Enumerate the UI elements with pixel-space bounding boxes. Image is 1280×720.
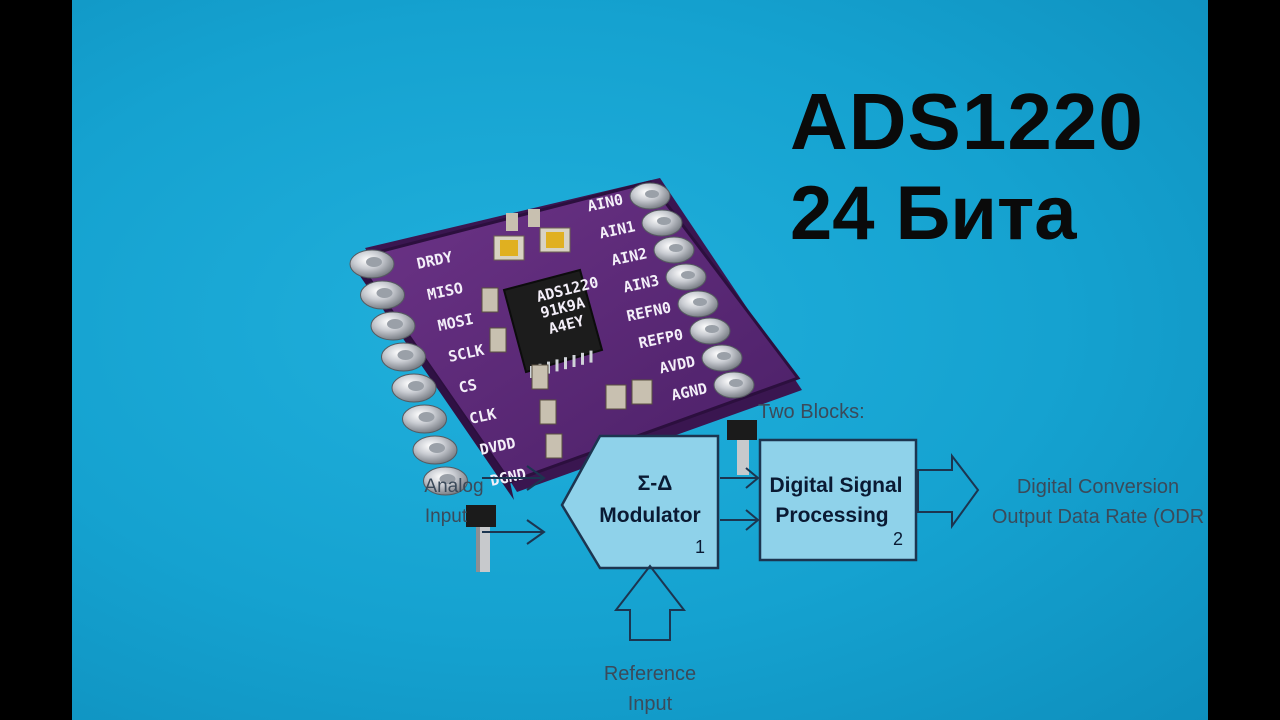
block-diagram: Two Blocks: Analog Input Σ-Δ Modulator 1… [424,401,1204,715]
left-pad [349,249,395,279]
scene-graphics: ADS1220 91K9A A4EY [349,178,1204,715]
left-solder-pads [349,249,468,496]
modulator-label-1: Σ-Δ [638,472,673,495]
reference-label-2: Input [628,693,673,715]
right-pad [677,290,719,318]
title-block: ADS1220 24 Бита [790,82,1144,252]
right-pad [653,236,695,264]
left-pad [423,466,468,496]
analog-input-label-1: Analog [424,476,483,497]
reference-arrow [613,564,687,641]
dsp-block [758,438,918,562]
right-pad [689,317,731,345]
right-pad [665,263,707,291]
right-solder-pads [629,182,755,399]
output-label-2: Output Data Rate (ODR [992,506,1204,528]
title-line-1: ADS1220 [790,77,1144,166]
chip-leg [589,350,593,363]
output-label-1: Digital Conversion [1017,476,1179,498]
analog-input-label-2: Input [425,506,468,527]
dsp-label-2: Processing [775,504,888,527]
chip-leg [555,359,559,372]
adc-chip: ADS1220 91K9A A4EY [502,268,604,378]
photo-scene: ADS1220 91K9A A4EY [72,0,1208,720]
left-pad [360,280,405,310]
left-pad [391,373,437,403]
right-pad [629,182,671,210]
header-pins [466,420,757,572]
chip-leg [564,357,567,370]
modulator-label-2: Modulator [599,504,700,527]
output-arrow [917,453,980,530]
pcb-board: ADS1220 91K9A A4EY [349,178,802,500]
blocks-label: Two Blocks: [758,401,865,423]
left-pad [381,342,426,372]
chip-leg [581,352,584,365]
left-pad [412,435,458,465]
chip-leg [572,355,576,367]
left-pad [402,404,447,434]
modulator-block [560,434,720,570]
left-pad [370,311,416,341]
right-pad [713,371,755,399]
right-pad [641,209,683,237]
dsp-number: 2 [893,529,903,549]
smd-components [481,209,653,459]
left-pin-label: CLK [468,405,498,428]
left-pin-label: CS [457,376,478,397]
dsp-label-1: Digital Signal [769,474,902,497]
right-pad [701,344,743,372]
modulator-number: 1 [695,537,705,557]
reference-label-1: Reference [604,663,696,685]
title-line-2: 24 Бита [790,171,1077,256]
